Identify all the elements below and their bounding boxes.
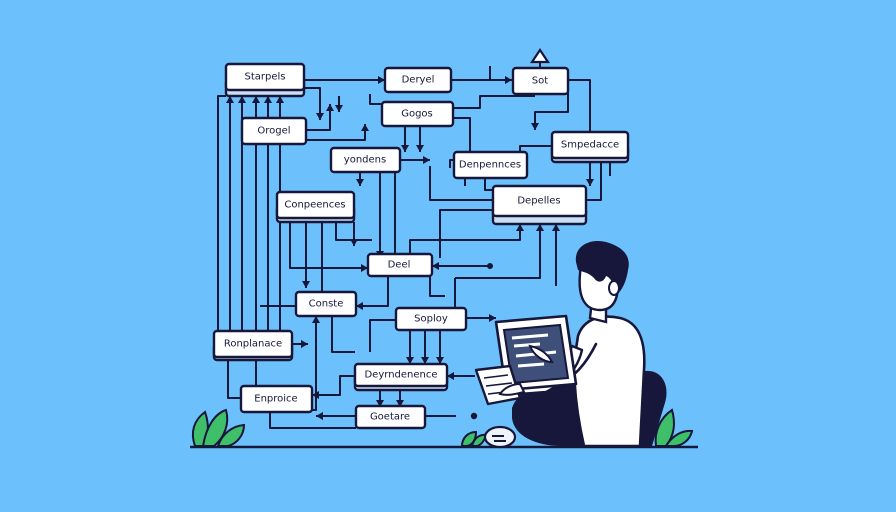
node-label: Goetare bbox=[370, 412, 410, 423]
plant-left-illustration bbox=[191, 408, 246, 447]
node-gogos[interactable]: Gogos bbox=[380, 100, 455, 128]
arrowheads bbox=[226, 76, 594, 420]
node-label: Deel bbox=[388, 260, 411, 271]
node-conpeences[interactable]: Conpeences bbox=[275, 190, 356, 224]
node-label: Gogos bbox=[401, 109, 433, 120]
junction-dot bbox=[487, 263, 493, 269]
laptop-illustration bbox=[474, 314, 578, 406]
node-label: Depelles bbox=[517, 196, 560, 207]
node-conste[interactable]: Conste bbox=[294, 290, 358, 318]
node-label: Orogel bbox=[257, 126, 290, 137]
node-soploy[interactable]: Soploy bbox=[394, 306, 468, 332]
node-yondens[interactable]: yondens bbox=[329, 146, 402, 174]
junction-dot bbox=[470, 412, 478, 420]
node-starpels[interactable]: Starpels bbox=[224, 62, 306, 98]
node-label: Soploy bbox=[414, 314, 448, 325]
plant-right-illustration bbox=[654, 408, 694, 447]
node-label: Conpeences bbox=[284, 200, 345, 211]
node-label: Conste bbox=[309, 299, 344, 310]
node-deyrndenence[interactable]: Deyrndenence bbox=[353, 362, 449, 392]
node-ronplanace[interactable]: Ronplanace bbox=[212, 329, 294, 362]
node-label: Starpels bbox=[245, 72, 286, 83]
node-label: Sot bbox=[532, 76, 548, 87]
node-label: Deyrndenence bbox=[364, 370, 437, 381]
person-illustration bbox=[512, 240, 667, 448]
node-depelles[interactable]: Depelles bbox=[491, 184, 588, 226]
node-label: Deryel bbox=[402, 75, 435, 86]
node-deel[interactable]: Deel bbox=[366, 252, 434, 278]
stone-illustration bbox=[483, 425, 517, 449]
node-label: Ronplanace bbox=[224, 339, 282, 350]
node-label: Enproice bbox=[254, 394, 297, 405]
plant-small-illustration bbox=[460, 430, 488, 447]
node-label: yondens bbox=[344, 155, 386, 166]
node-enproice[interactable]: Enproice bbox=[239, 384, 314, 414]
node-orogel[interactable]: Orogel bbox=[240, 116, 308, 146]
node-deryel[interactable]: Deryel bbox=[383, 66, 453, 94]
up-arrow-icon bbox=[529, 48, 551, 64]
node-label: Denpennces bbox=[459, 160, 521, 171]
node-denpennces[interactable]: Denpennces bbox=[452, 150, 529, 180]
node-smpedacce[interactable]: Smpedacce bbox=[550, 130, 630, 164]
node-sot[interactable]: Sot bbox=[511, 66, 570, 96]
node-goetare[interactable]: Goetare bbox=[354, 404, 427, 430]
node-label: Smpedacce bbox=[561, 140, 619, 151]
